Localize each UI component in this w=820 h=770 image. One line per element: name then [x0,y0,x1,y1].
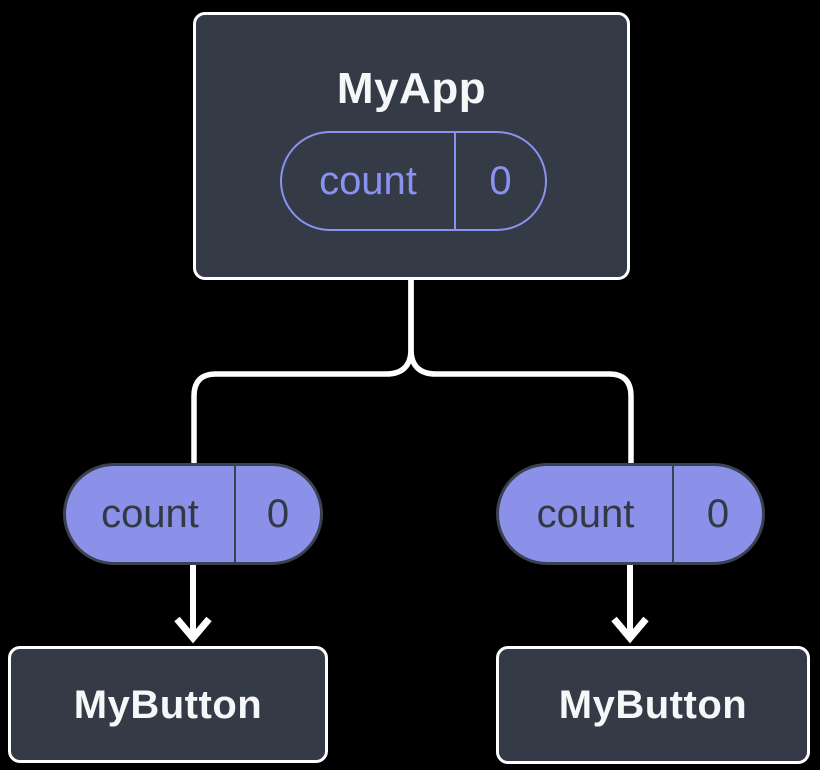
node-mybutton-right-title: MyButton [558,683,748,727]
prop-pill-right-child: count 0 [496,463,765,565]
arrow-right-child [611,562,649,644]
prop-pill-left-child: count 0 [63,463,323,565]
state-pill-myapp: count 0 [280,131,547,231]
state-pill-myapp-key: count [319,158,417,203]
connector-parent-to-left-child [191,278,414,466]
arrow-left-child [174,562,212,644]
arrow-right-head-icon [611,616,649,644]
node-mybutton-right: MyButton [496,646,810,764]
arrow-left-head-icon [174,616,212,644]
state-pill-myapp-value: 0 [454,133,545,229]
node-myapp-title: MyApp [336,64,487,113]
node-mybutton-left: MyButton [8,646,328,763]
prop-pill-right-key: count [536,491,635,536]
node-mybutton-left-title: MyButton [73,682,263,727]
prop-pill-right-value: 0 [672,466,762,562]
node-myapp: MyApp count 0 [193,12,630,280]
connector-parent-to-right-child [408,278,634,466]
prop-pill-left-key: count [101,491,199,536]
prop-pill-left-value: 0 [234,466,320,562]
